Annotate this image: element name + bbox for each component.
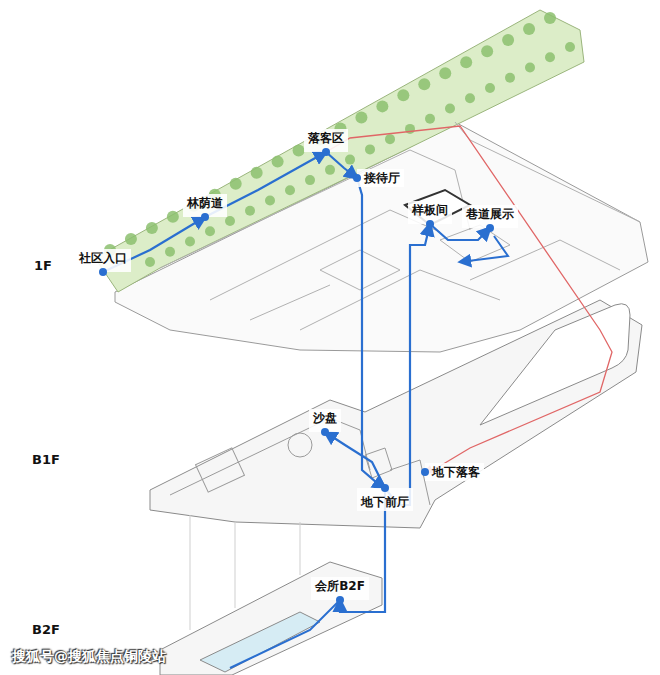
tree: [418, 78, 430, 90]
tree: [146, 222, 158, 234]
tree: [385, 134, 395, 144]
tree: [285, 185, 295, 195]
stop-label: 接待厅: [364, 171, 400, 185]
flow-stop: 巷道展示: [462, 205, 518, 228]
stop-dot: [336, 596, 344, 604]
floor-slab: [150, 300, 642, 528]
tree: [485, 83, 495, 93]
stop-label: 地下落客: [432, 465, 480, 479]
building-outlines: [160, 122, 640, 330]
tree: [544, 12, 556, 24]
visitor-route: [385, 224, 430, 505]
tree: [125, 233, 137, 245]
tree: [305, 175, 315, 185]
tree: [481, 45, 493, 57]
pool: [200, 612, 320, 672]
tree: [397, 89, 409, 101]
floor-label: B1F: [32, 452, 60, 467]
watermark: 搜狐号@搜狐焦点铜陵站: [12, 648, 166, 666]
tree: [167, 211, 179, 223]
tree: [225, 216, 235, 226]
flow-stop: 社区入口: [75, 249, 131, 272]
stop-label: 落客区: [308, 131, 344, 145]
tree: [460, 56, 472, 68]
ramp: [480, 304, 630, 425]
stop-dot: [421, 468, 429, 476]
stop-dot: [322, 148, 330, 156]
tree: [145, 257, 155, 267]
tree: [425, 114, 435, 124]
tree: [230, 178, 242, 190]
tree: [272, 156, 284, 168]
floor-slab: [160, 562, 382, 675]
flow-stop: 沙盘: [309, 409, 341, 432]
tree: [545, 52, 555, 62]
flow-line: [230, 600, 340, 668]
stop-label: 样板间: [412, 203, 448, 217]
green-strip: [95, 10, 584, 292]
tree: [265, 196, 275, 206]
tree: [465, 93, 475, 103]
tree: [505, 73, 515, 83]
tree: [245, 206, 255, 216]
visitor-route: [326, 152, 357, 178]
tree: [565, 42, 575, 52]
stop-dot: [381, 484, 389, 492]
stop-dot: [99, 268, 107, 276]
tree: [439, 67, 451, 79]
flow-stop: 落客区: [304, 129, 348, 152]
flow-stop: 样板间: [408, 201, 452, 224]
flow-stop: 会所B2F: [311, 577, 369, 600]
tree: [251, 167, 263, 179]
tree: [445, 103, 455, 113]
stop-dot: [486, 224, 494, 232]
stop-dot: [321, 428, 329, 436]
tree: [185, 237, 195, 247]
flow-stop: 地下落客: [425, 463, 484, 481]
flow-stop: 地下前厅: [357, 488, 413, 511]
tree: [293, 145, 305, 157]
stop-dot: [201, 213, 209, 221]
stop-dot: [353, 174, 361, 182]
stop-label: 地下前厅: [361, 495, 409, 509]
tree: [365, 144, 375, 154]
tree: [325, 165, 335, 175]
floor-label: B2F: [32, 622, 60, 637]
visitor-route: [325, 432, 385, 488]
floor-label: 1F: [34, 258, 52, 273]
tree: [205, 226, 215, 236]
stop-label: 沙盘: [313, 411, 337, 425]
flow-stop: 林荫道: [183, 194, 227, 217]
tree: [165, 247, 175, 257]
flow-stop: 接待厅: [357, 169, 404, 187]
stop-label: 社区入口: [79, 251, 127, 265]
stop-label: 巷道展示: [466, 207, 514, 221]
trees: [104, 12, 575, 267]
tree: [523, 23, 535, 35]
tree: [355, 111, 367, 123]
tree: [525, 62, 535, 72]
tree: [502, 34, 514, 46]
vehicle-route: [326, 126, 612, 472]
tree: [376, 100, 388, 112]
stop-label: 林荫道: [187, 196, 223, 210]
stop-dot: [426, 220, 434, 228]
visitor-route: [357, 178, 385, 488]
tree: [345, 155, 355, 165]
stop-label: 会所B2F: [315, 579, 365, 593]
